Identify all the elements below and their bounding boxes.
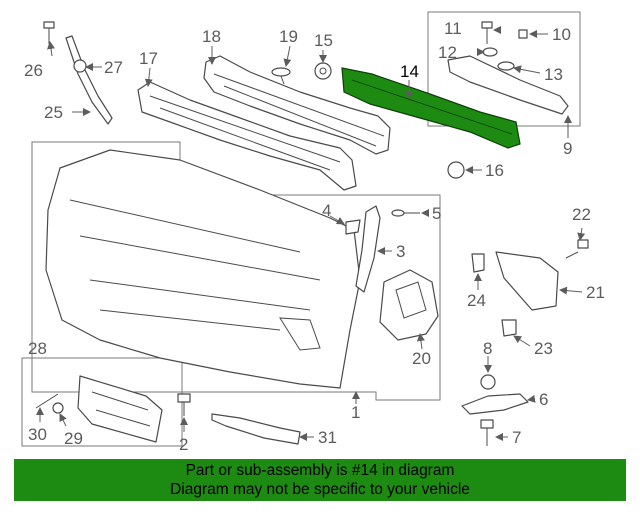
callout-29: 29: [64, 429, 83, 448]
part-18-upper-absorber: [203, 55, 391, 155]
callout-1: 1: [351, 403, 360, 422]
callout-28: 28: [28, 339, 47, 358]
callout-10: 10: [552, 25, 571, 44]
part-2-screw: [177, 393, 191, 416]
part-28-license-bracket: [77, 375, 163, 443]
part-13-cap: [497, 61, 515, 71]
callout-12: 12: [438, 43, 457, 62]
part-29-nut: [52, 402, 64, 414]
callout-2: 2: [179, 435, 188, 454]
part-24-clip: [471, 253, 485, 273]
callout-23: 23: [534, 339, 553, 358]
part-3-side-bracket: [355, 205, 381, 293]
callout-22: 22: [572, 205, 591, 224]
part-9-upper-bracket: [447, 55, 569, 115]
part-11-bolt: [481, 21, 493, 44]
part-16-nut: [447, 161, 465, 179]
callout-16: 16: [485, 161, 504, 180]
callout-18: 18: [202, 27, 221, 46]
callout-4: 4: [322, 201, 331, 220]
callout-labels: 1 2 3 4 5 6 7 8 9 10 11 12 13 14 15 16 1…: [24, 19, 605, 454]
leader-lines: [36, 26, 586, 441]
callout-6: 6: [539, 390, 548, 409]
exploded-parts-diagram: 1 2 3 4 5 6 7 8 9 10 11 12 13 14 15 16 1…: [21, 11, 605, 454]
callout-7: 7: [512, 428, 521, 447]
callout-31: 31: [318, 428, 337, 447]
part-25-strip: [65, 35, 113, 125]
callout-15: 15: [314, 31, 333, 50]
part-12-grommet: [482, 47, 498, 57]
part-19-pushpin: [271, 67, 291, 85]
callout-11: 11: [444, 19, 462, 38]
banner-line-disclaimer: Diagram may not be specific to your vehi…: [170, 481, 470, 498]
callout-8: 8: [483, 339, 492, 358]
callout-19: 19: [279, 27, 298, 46]
callout-27: 27: [104, 58, 123, 77]
part-10-bolt: [518, 29, 528, 39]
callout-17: 17: [139, 49, 158, 68]
callout-13: 13: [544, 65, 563, 84]
part-6-lower-bracket: [461, 393, 529, 415]
part-21-deflector: [495, 251, 559, 311]
callout-25: 25: [44, 103, 63, 122]
callout-24: 24: [467, 291, 486, 310]
part-4-retainer: [345, 219, 361, 235]
part-5-screw: [391, 209, 420, 217]
callout-20: 20: [412, 349, 431, 368]
part-info-banner: Part or sub-assembly is #14 in diagram D…: [14, 459, 626, 501]
part-20-fog-bezel: [379, 269, 439, 341]
part-17-lower-absorber: [137, 81, 357, 191]
part-14-impact-bar: [341, 67, 521, 149]
part-31-lower-strip: [211, 413, 301, 445]
callout-30: 30: [28, 425, 47, 444]
part-7-bolt: [480, 419, 494, 446]
part-1-bumper-fascia: [45, 149, 361, 389]
callout-9: 9: [563, 139, 572, 158]
callout-3: 3: [396, 242, 405, 261]
part-22-bolt: [565, 239, 589, 259]
callout-21: 21: [586, 283, 605, 302]
part-23-clip: [501, 319, 517, 337]
callout-5: 5: [432, 204, 441, 223]
callout-26: 26: [24, 61, 43, 80]
part-15-nut: [314, 62, 332, 80]
part-8-grommet: [480, 374, 496, 390]
part-30-screw: [35, 393, 59, 409]
banner-line-part: Part or sub-assembly is #14 in diagram: [185, 462, 455, 479]
callout-14: 14: [400, 62, 419, 81]
part-26-screw: [43, 21, 55, 44]
part-27-clip: [73, 59, 87, 73]
